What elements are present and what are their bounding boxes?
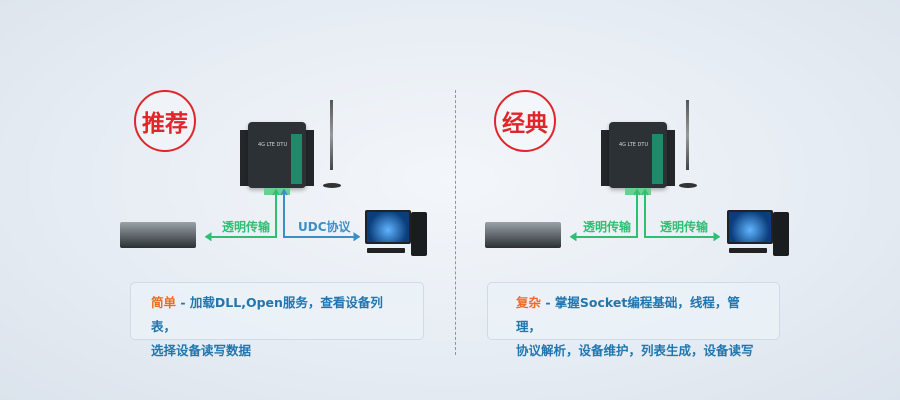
classic-badge: 经典 [494, 90, 556, 152]
simple-label: 简单 [151, 295, 177, 310]
computer-icon [727, 210, 789, 256]
transparent-transmission-label: 透明传输 [222, 220, 271, 234]
transparent-arrow [207, 190, 277, 238]
transparent-transmission-label: 透明传输 [583, 220, 632, 234]
desc-line2: 选择设备读写数据 [151, 343, 252, 358]
transparent-arrow [572, 190, 638, 238]
left-arrows [204, 188, 361, 241]
device-label: 4G LTE DTU [619, 142, 649, 148]
udc-protocol-label: UDC协议 [298, 220, 351, 234]
device-label: 4G LTE DTU [258, 142, 288, 148]
dtu-device-image: 4G LTE DTU [240, 122, 314, 195]
transparent-transmission-label: 透明传输 [660, 220, 709, 234]
desc-line1: - 加载DLL,Open服务，查看设备列表， [151, 295, 383, 334]
complex-label: 复杂 [516, 295, 542, 310]
right-description-box: 复杂 - 掌握Socket编程基础，线程，管理， 协议解析，设备维护，列表生成，… [487, 282, 780, 358]
divider [455, 90, 456, 355]
recommended-badge: 推荐 [134, 90, 196, 152]
server-icon [485, 222, 561, 248]
transparent-arrow [644, 190, 718, 238]
antenna-icon [686, 100, 689, 170]
desc-line2: 协议解析，设备维护，列表生成，设备读写 [516, 343, 754, 358]
dtu-device-image: 4G LTE DTU [601, 122, 675, 195]
desc-line1: - 掌握Socket编程基础，线程，管理， [516, 295, 740, 334]
server-icon [120, 222, 196, 248]
left-description-box: 简单 - 加载DLL,Open服务，查看设备列表， 选择设备读写数据 [130, 282, 424, 358]
computer-icon [365, 210, 427, 256]
right-arrows [569, 188, 721, 241]
antenna-icon [330, 100, 333, 170]
udc-arrow [283, 190, 358, 238]
